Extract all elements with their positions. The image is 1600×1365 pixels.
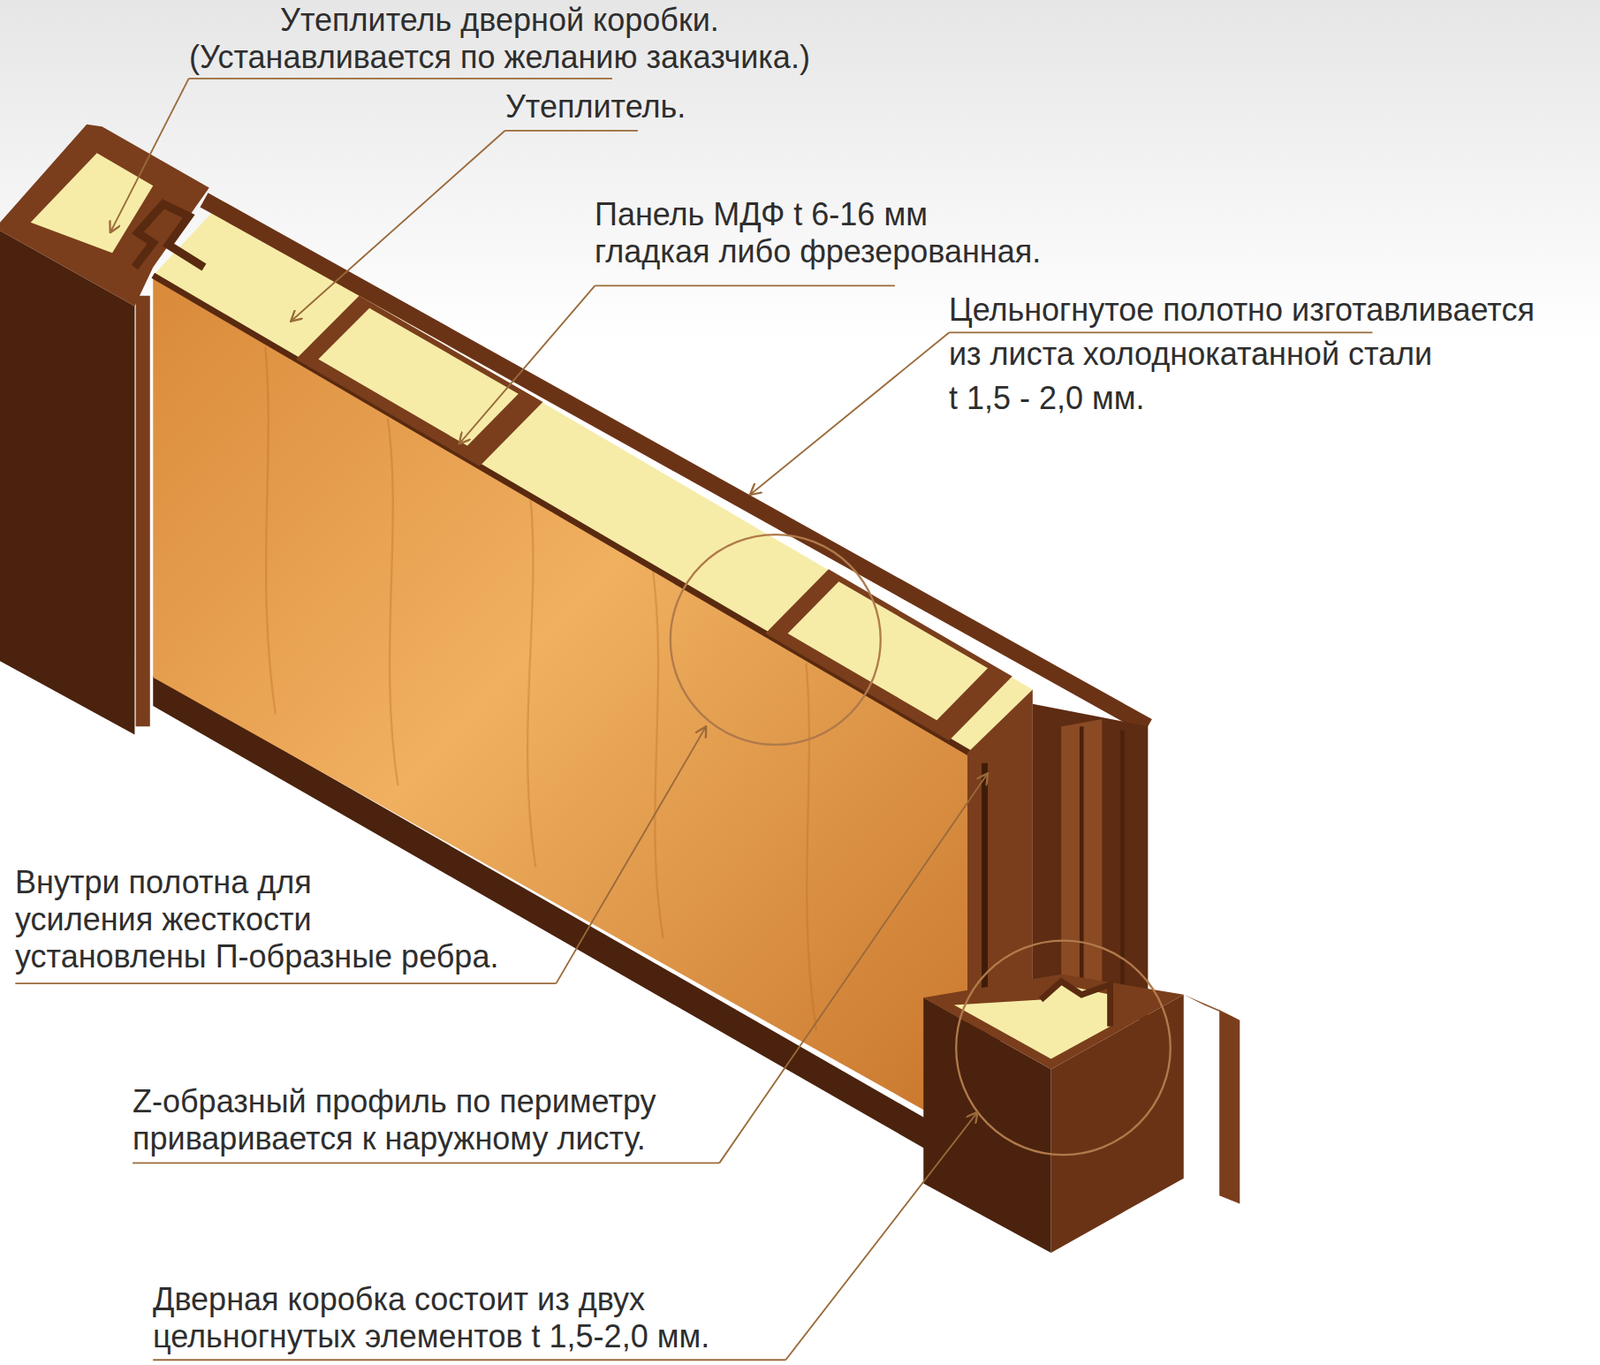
label-line: t 1,5 - 2,0 мм. [948, 376, 1535, 421]
underline [152, 1358, 786, 1361]
leader-line [555, 726, 706, 984]
z-profile [134, 204, 205, 268]
callout-label: Цельногнутое полотно изготавливается из … [948, 288, 1535, 421]
label-line: Дверная коробка состоит из двух [152, 1281, 710, 1319]
label-line: гладкая либо фрезерованная. [594, 233, 1041, 271]
underline [15, 982, 556, 985]
label-line: (Устанавливается по желанию заказчика.) [189, 38, 811, 76]
callout-label: Утеплитель. [505, 88, 686, 126]
label-line: усиления жесткости [15, 901, 499, 939]
callout-label: Внутри полотна для усиления жесткости ус… [15, 864, 499, 976]
leaders [15, 78, 1373, 1360]
label-line: Внутри полотна для [15, 864, 499, 902]
label-line: приваривается к наружному листу. [132, 1120, 657, 1158]
leader-line [785, 1112, 978, 1361]
underline [948, 332, 1373, 334]
detail-circle [955, 940, 1171, 1155]
frame-box-profile [1040, 981, 1111, 1027]
callout-label: Утеплитель дверной коробки. (Устанавлива… [189, 1, 811, 76]
plate-line [1120, 730, 1125, 1021]
label-line: Утеплитель дверной коробки. [189, 1, 811, 39]
underline [505, 129, 638, 132]
right-frame-post [1032, 704, 1149, 1021]
frame-box-top [923, 974, 1184, 1070]
leader-line [750, 332, 949, 495]
back-sheet-edge [204, 199, 1148, 727]
rib [765, 568, 1013, 741]
plate-line [1079, 726, 1085, 1018]
frame-edge [136, 295, 151, 727]
callout-label: Z-образный профиль по периметру приварив… [132, 1083, 657, 1158]
rib-inside [788, 581, 988, 721]
underline [594, 284, 895, 287]
underline [189, 77, 613, 80]
frame-flange [1219, 1009, 1240, 1204]
callout-label: Панель МДФ t 6-16 мм гладкая либо фрезер… [594, 196, 1041, 271]
label-line: Z-образный профиль по периметру [132, 1083, 657, 1121]
left-frame-profile [0, 124, 210, 307]
leader-line [110, 78, 190, 233]
leaf-insulation-top [152, 210, 1033, 753]
frame-insulation [30, 152, 154, 253]
leader-line [459, 285, 596, 444]
left-frame-face [0, 230, 135, 735]
right-frame-plate [1061, 719, 1102, 1021]
frame-flange-top [1183, 994, 1241, 1021]
label-line: цельногнутых элементов t 1,5-2,0 мм. [152, 1318, 710, 1356]
label-line: из листа холоднокатанной стали [948, 332, 1535, 377]
rib-inside [318, 308, 518, 447]
label-line: установлены П-образные ребра. [15, 938, 499, 976]
label-line: Панель МДФ t 6-16 мм [594, 196, 1041, 234]
front-lip [152, 275, 970, 753]
label-line: Утеплитель. [505, 88, 686, 126]
label-line: Цельногнутое полотно изготавливается [948, 288, 1535, 333]
rib [295, 295, 544, 467]
detail-circle [670, 534, 881, 745]
leader-line [719, 773, 988, 1163]
callout-label: Дверная коробка состоит из двух цельногн… [152, 1281, 710, 1356]
underline [132, 1161, 720, 1164]
leader-line [290, 130, 506, 322]
